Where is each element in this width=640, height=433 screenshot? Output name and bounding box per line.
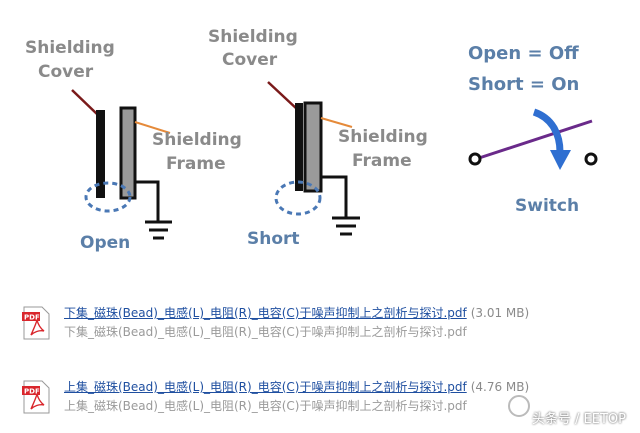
left-frame-pointer <box>134 121 171 134</box>
mid-frame-label-1: Shielding <box>338 127 428 147</box>
left-gap-highlight <box>84 181 132 213</box>
middle-short-panel: Shielding Cover Shielding Frame Short <box>208 27 428 249</box>
switch-arrow-shaft <box>532 108 564 153</box>
pdf-subtitle-2: 上集_磁珠(Bead)_电感(L)_电阻(R)_电容(C)于噪声抑制上之剖析与探… <box>64 399 467 413</box>
mid-cover-label-1: Shielding <box>208 27 298 47</box>
mid-frame-pointer <box>320 117 353 128</box>
left-cover-plate <box>96 110 105 198</box>
left-frame-plate <box>119 106 137 200</box>
switch-panel: Open = Off Short = On Switch <box>468 43 598 216</box>
left-cover-label-2: Cover <box>38 62 94 82</box>
mid-cover-label-2: Cover <box>222 50 278 70</box>
left-frame-label-1: Shielding <box>152 130 242 150</box>
mid-cover-pointer <box>267 81 299 111</box>
pdf-download-link-2[interactable]: 上集_磁珠(Bead)_电感(L)_电阻(R)_电容(C)于噪声抑制上之剖析与探… <box>64 380 467 394</box>
shielding-diagram: Shielding Cover Shielding Frame Open Shi… <box>25 27 598 253</box>
left-ground-wire <box>135 180 160 222</box>
short-on-label: Short = On <box>468 74 579 95</box>
watermark-logo-icon <box>508 395 530 417</box>
left-open-panel: Shielding Cover Shielding Frame Open <box>25 38 242 253</box>
pdf-download-link-1[interactable]: 下集_磁珠(Bead)_电感(L)_电阻(R)_电容(C)于噪声抑制上之剖析与探… <box>64 306 467 320</box>
left-state-label: Open <box>80 233 130 253</box>
switch-right-terminal <box>584 152 598 166</box>
left-cover-pointer <box>71 89 99 116</box>
pdf-size-2: (4.76 MB) <box>470 380 530 394</box>
mid-ground-wire <box>321 175 348 218</box>
pdf-attachment-1[interactable]: PDF 下集_磁珠(Bead)_电感(L)_电阻(R)_电容(C)于噪声抑制上之… <box>22 304 622 344</box>
mid-frame-label-2: Frame <box>352 151 412 171</box>
mid-cover-plate <box>295 103 303 191</box>
switch-lever <box>475 119 593 161</box>
mid-gap-highlight <box>274 180 322 216</box>
pdf-size-1: (3.01 MB) <box>470 306 530 320</box>
left-frame-label-2: Frame <box>166 154 226 174</box>
left-cover-label-1: Shielding <box>25 38 115 58</box>
open-off-label: Open = Off <box>468 43 579 64</box>
pdf-title-line-2: 上集_磁珠(Bead)_电感(L)_电阻(R)_电容(C)于噪声抑制上之剖析与探… <box>64 378 529 396</box>
switch-arrow-head <box>550 150 571 170</box>
pdf-icon-label: PDF <box>24 314 40 322</box>
switch-left-terminal <box>468 152 482 166</box>
pdf-file-icon: PDF <box>22 306 50 340</box>
pdf-icon-label: PDF <box>24 388 40 396</box>
switch-caption: Switch <box>515 196 579 216</box>
mid-frame-plate <box>303 101 323 193</box>
pdf-file-icon: PDF <box>22 380 50 414</box>
pdf-title-line-1: 下集_磁珠(Bead)_电感(L)_电阻(R)_电容(C)于噪声抑制上之剖析与探… <box>64 304 529 322</box>
watermark: 头条号 / EETOP <box>531 412 626 427</box>
pdf-subtitle-1: 下集_磁珠(Bead)_电感(L)_电阻(R)_电容(C)于噪声抑制上之剖析与探… <box>64 325 467 339</box>
mid-state-label: Short <box>247 229 300 249</box>
pdf-attachment-2[interactable]: PDF 上集_磁珠(Bead)_电感(L)_电阻(R)_电容(C)于噪声抑制上之… <box>22 378 622 418</box>
